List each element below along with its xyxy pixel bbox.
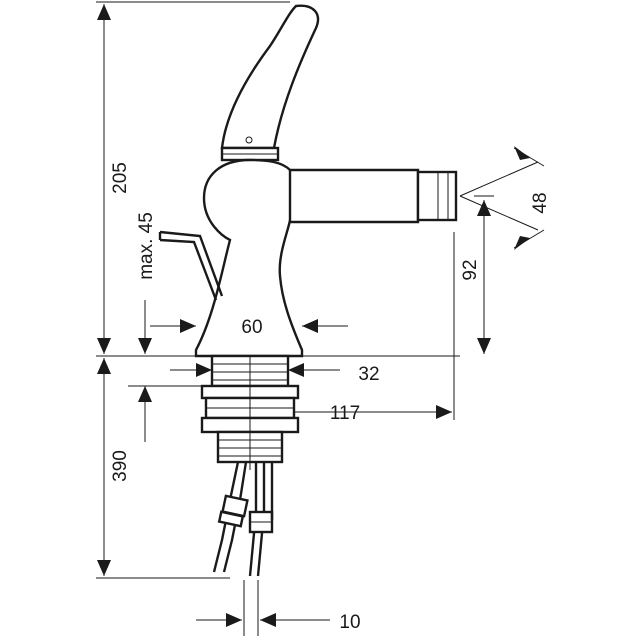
dim-spout-height: 92 — [460, 259, 481, 280]
dim-body-diameter: 60 — [241, 317, 262, 338]
lever-handle — [220, 4, 320, 150]
dimension-labels: 205 max. 45 92 48 60 32 117 390 10 — [110, 162, 551, 633]
dim-hose-spacing: 10 — [339, 612, 360, 633]
dim-spout-outlet: 48 — [530, 192, 551, 213]
lever-indicator — [245, 136, 253, 144]
supply-hoses — [212, 461, 274, 577]
main-body — [194, 158, 304, 358]
extension-lines — [96, 1, 539, 636]
dimension-lines — [97, 4, 545, 627]
dim-projection: 117 — [330, 403, 360, 424]
pop-up-lever — [159, 230, 224, 297]
dim-height-total: 205 — [110, 162, 131, 194]
shank-assembly — [200, 354, 300, 470]
aerator — [416, 170, 458, 222]
dim-below-deck: 390 — [110, 450, 131, 482]
dim-max-lever: max. 45 — [136, 212, 157, 280]
mixer-body — [158, 4, 458, 358]
dim-shank-diameter: 32 — [358, 364, 379, 385]
